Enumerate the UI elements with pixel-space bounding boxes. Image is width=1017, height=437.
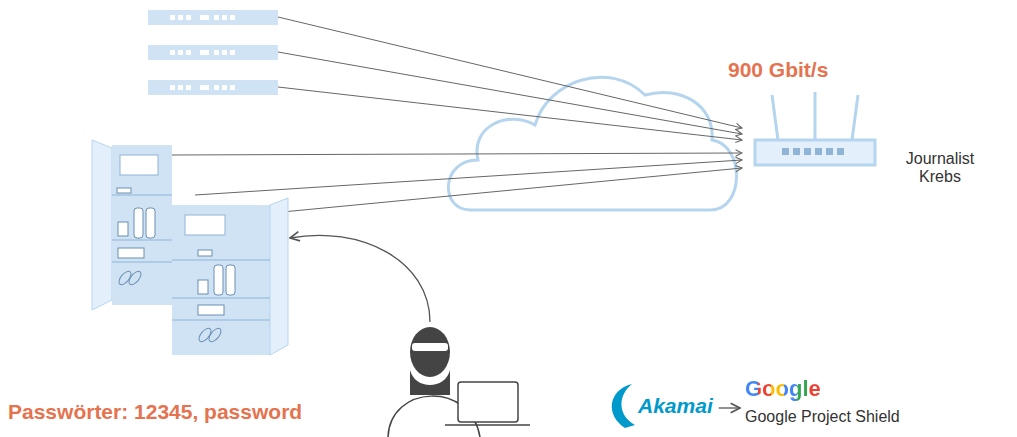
router-icon bbox=[755, 92, 875, 165]
google-logo-text: Google bbox=[745, 376, 821, 402]
logo-box: GoogleGoogle Project Shield bbox=[742, 376, 932, 434]
router-node: 900 Gbit/sJournalist Krebs bbox=[700, 52, 1013, 192]
note-label: Passwörter: 12345, password bbox=[8, 400, 302, 424]
server-racks bbox=[148, 10, 278, 95]
target-label: Journalist Krebs bbox=[890, 150, 990, 186]
arrow-connector bbox=[719, 407, 740, 408]
cloud bbox=[448, 77, 736, 210]
service-label: Google Project Shield bbox=[745, 408, 900, 426]
fridge bbox=[92, 140, 172, 310]
akamai-logo-text: Akamai bbox=[638, 394, 713, 418]
bandwidth-label: 900 Gbit/s bbox=[728, 58, 828, 82]
akamai-swoosh bbox=[612, 384, 635, 428]
hacker bbox=[290, 235, 530, 437]
fridge bbox=[172, 198, 288, 355]
logo-box: Akamai bbox=[612, 388, 717, 428]
attack-lines bbox=[168, 17, 742, 212]
